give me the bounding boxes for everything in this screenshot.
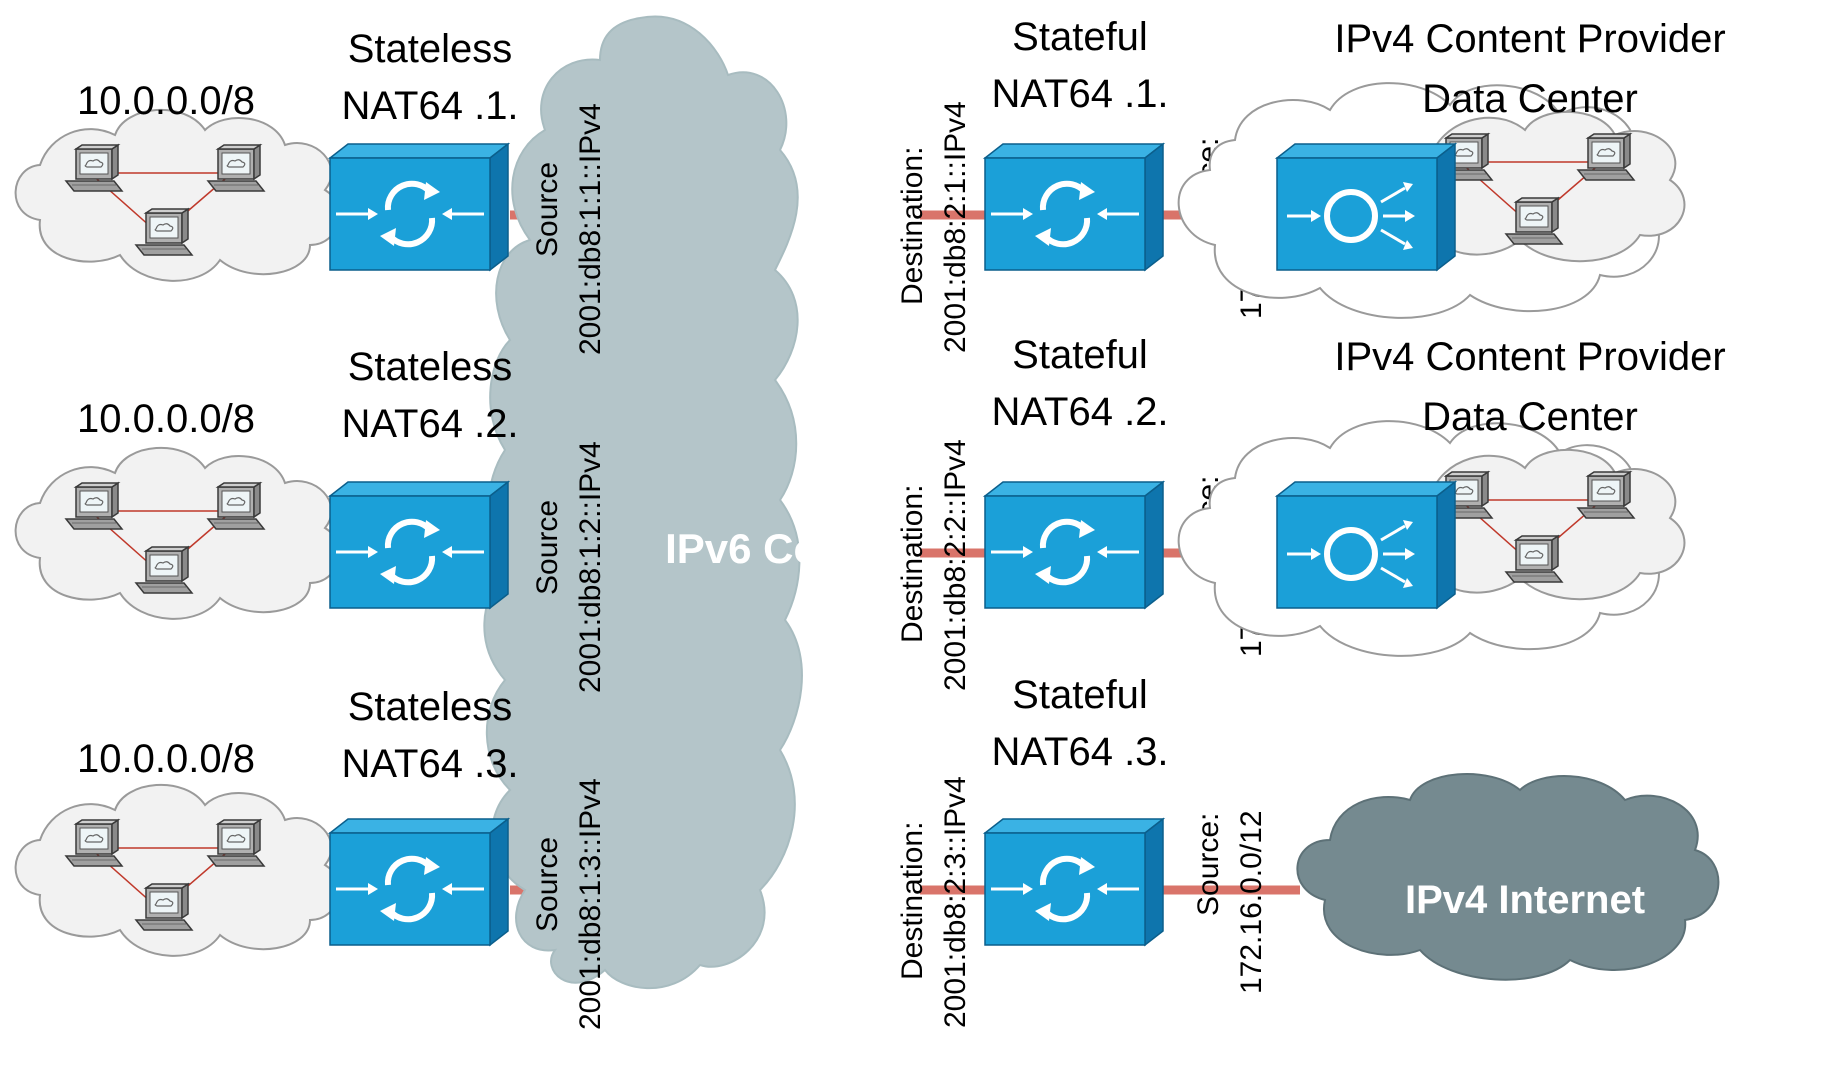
load-balancer-icon — [1277, 144, 1455, 270]
destination-prefix-label: 2001:db8:2:2::IPv4 — [939, 439, 972, 691]
lan-cloud — [16, 448, 340, 619]
stateful-name-label: Stateful — [1012, 333, 1148, 377]
datacenter-title-line2: Data Center — [1422, 77, 1638, 121]
source-prefix-label: 2001:db8:1:3::IPv4 — [574, 778, 607, 1030]
destination-label: Destination: — [896, 485, 929, 643]
destination-label: Destination: — [896, 147, 929, 305]
load-balancer-icon — [1277, 482, 1455, 608]
stateless-nat64-icon — [330, 819, 508, 945]
ipv6-core-label: IPv6 Core — [665, 525, 859, 572]
stateful-name-label: Stateful — [1012, 15, 1148, 59]
stateless-name-label: Stateless — [348, 345, 513, 389]
datacenter-title-line1: IPv4 Content Provider — [1334, 335, 1725, 379]
stateful-nat64-icon — [985, 819, 1163, 945]
lan-cloud — [16, 785, 340, 956]
stateless-name-label: Stateless — [348, 27, 513, 71]
ipv4-internet-label: IPv4 Internet — [1405, 878, 1645, 922]
stateful-id-label: NAT64 .3. — [991, 730, 1168, 774]
stateless-id-label: NAT64 .1. — [341, 84, 518, 128]
stateful-name-label: Stateful — [1012, 673, 1148, 717]
stateful-nat64-icon — [985, 144, 1163, 270]
destination-prefix-label: 2001:db8:2:3::IPv4 — [939, 776, 972, 1028]
ipv4-source-prefix-label: 172.16.0.0/12 — [1235, 810, 1268, 994]
stateful-nat64-icon — [985, 482, 1163, 608]
ipv4-source-label: Source: — [1192, 813, 1225, 916]
lan-prefix-label: 10.0.0.0/8 — [77, 79, 255, 123]
lan-prefix-label: 10.0.0.0/8 — [77, 397, 255, 441]
ipv6-core-cloud — [483, 15, 803, 990]
lan-prefix-label: 10.0.0.0/8 — [77, 737, 255, 781]
stateless-id-label: NAT64 .2. — [341, 402, 518, 446]
stateless-nat64-icon — [330, 482, 508, 608]
stateless-name-label: Stateless — [348, 685, 513, 729]
source-label: Source — [531, 162, 564, 257]
stateful-id-label: NAT64 .1. — [991, 72, 1168, 116]
destination-label: Destination: — [896, 822, 929, 980]
lan-cloud — [16, 110, 340, 281]
source-label: Source — [531, 837, 564, 932]
stateful-id-label: NAT64 .2. — [991, 390, 1168, 434]
source-prefix-label: 2001:db8:1:1::IPv4 — [574, 103, 607, 355]
destination-prefix-label: 2001:db8:2:1::IPv4 — [939, 101, 972, 353]
source-label: Source — [531, 500, 564, 595]
stateless-id-label: NAT64 .3. — [341, 742, 518, 786]
ipv4-internet-cloud — [1296, 773, 1720, 981]
stateless-nat64-icon — [330, 144, 508, 270]
datacenter-title-line2: Data Center — [1422, 395, 1638, 439]
datacenter-title-line1: IPv4 Content Provider — [1334, 17, 1725, 61]
source-prefix-label: 2001:db8:1:2::IPv4 — [574, 441, 607, 693]
